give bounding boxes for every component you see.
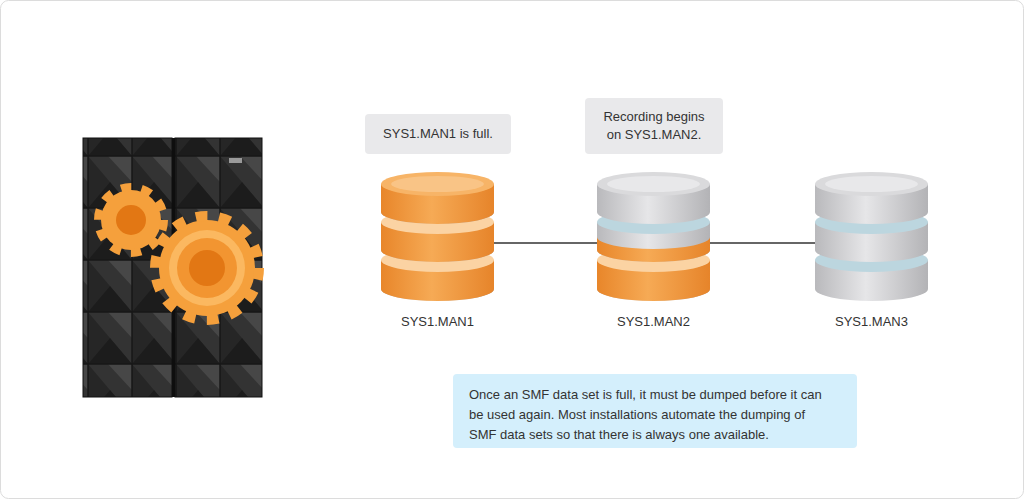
note-box: Once an SMF data set is full, it must be… [453,374,857,448]
callout-box: SYS1.MAN1 is full. [365,114,511,154]
large-gear [155,216,259,320]
callout-text: SYS1.MAN1 is full. [383,125,493,143]
cylinder-shape [381,172,494,302]
cylinder-fill [597,237,710,262]
dataset-name: SYS1.MAN3 [795,314,948,330]
gear-ring [169,230,245,306]
dataset-name: SYS1.MAN1 [361,314,514,330]
gear-teeth [98,187,164,253]
cylinder-cap [815,172,928,196]
cylinder-cap-highlight [607,176,700,192]
gear-ring [177,238,237,298]
callout-box: Recording begins on SYS1.MAN2. [585,98,723,154]
storage-cylinder: SYS1.MAN3 [815,172,928,332]
storage-cylinder: SYS1.MAN1 [381,172,494,332]
connector-line [710,242,815,244]
gear-hub [189,250,225,286]
cylinder-cap-highlight [825,176,918,192]
storage-cylinder: SYS1.MAN2 [597,172,710,332]
cylinder-shape [597,172,710,302]
note-text: Once an SMF data set is full, it must be… [469,385,835,445]
cylinder-cap-highlight [391,176,484,192]
gear-hub [116,205,146,235]
mainframe-illustration [83,138,262,397]
cylinder-cap [597,172,710,196]
callout-text: Recording begins on SYS1.MAN2. [597,108,711,144]
cylinder-cap [381,172,494,196]
cylinder-shape [815,172,928,302]
cabinet-logo [229,158,242,163]
gear-teeth [155,216,259,320]
dataset-name: SYS1.MAN2 [577,314,730,330]
small-gear [98,187,164,253]
connector-line [494,242,597,244]
